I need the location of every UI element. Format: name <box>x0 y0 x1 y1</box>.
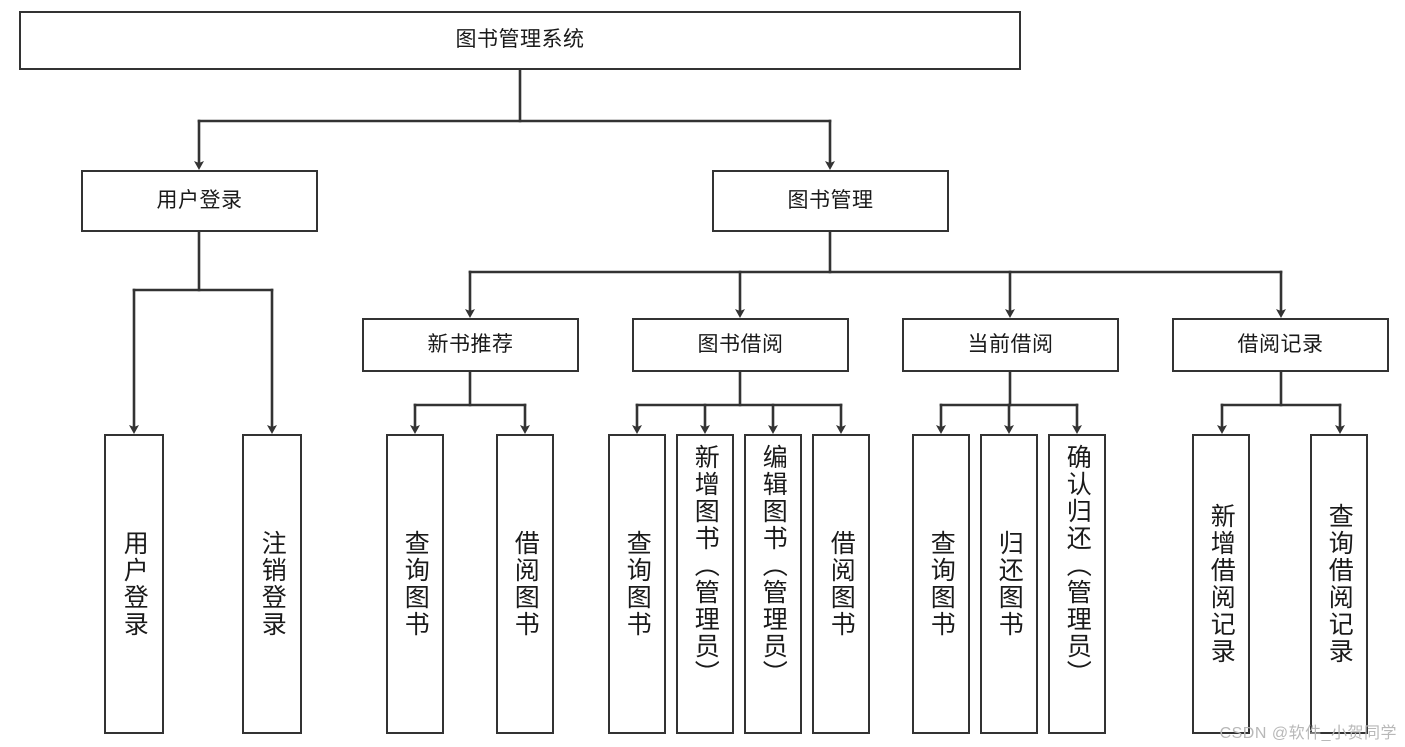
node-leaf-add-book[interactable]: 新增图书（管理员） <box>676 434 734 734</box>
node-book-manage-label: 图书管理 <box>787 188 874 212</box>
node-root-label: 图书管理系统 <box>455 28 585 52</box>
node-leaf-confirm-return[interactable]: 确认归还（管理员） <box>1048 434 1106 734</box>
node-leaf-add-book-label: 新增图书（管理员） <box>691 444 720 687</box>
node-book-manage[interactable]: 图书管理 <box>712 170 949 232</box>
node-root[interactable]: 图书管理系统 <box>19 11 1021 70</box>
node-borrow-record-label: 借阅记录 <box>1237 332 1324 356</box>
node-leaf-add-record[interactable]: 新增借阅记录 <box>1192 434 1250 734</box>
node-leaf-return-book-label: 归还图书 <box>995 530 1024 638</box>
node-new-book-rec[interactable]: 新书推荐 <box>362 318 579 372</box>
node-current-borrow-label: 当前借阅 <box>967 332 1054 356</box>
node-book-borrow-label: 图书借阅 <box>697 332 784 356</box>
node-new-book-rec-label: 新书推荐 <box>427 332 514 356</box>
node-leaf-query-book-3[interactable]: 查询图书 <box>912 434 970 734</box>
node-leaf-borrow-book-2[interactable]: 借阅图书 <box>812 434 870 734</box>
node-leaf-query-book-2[interactable]: 查询图书 <box>608 434 666 734</box>
node-leaf-borrow-book-2-label: 借阅图书 <box>827 530 856 638</box>
node-book-borrow[interactable]: 图书借阅 <box>632 318 849 372</box>
node-leaf-logout-label: 注销登录 <box>258 530 287 638</box>
node-user-login-label: 用户登录 <box>156 188 243 212</box>
node-user-login[interactable]: 用户登录 <box>81 170 318 232</box>
node-borrow-record[interactable]: 借阅记录 <box>1172 318 1389 372</box>
node-leaf-query-record[interactable]: 查询借阅记录 <box>1310 434 1368 734</box>
node-leaf-edit-book[interactable]: 编辑图书（管理员） <box>744 434 802 734</box>
node-leaf-logout[interactable]: 注销登录 <box>242 434 302 734</box>
node-leaf-query-record-label: 查询借阅记录 <box>1325 503 1354 665</box>
node-current-borrow[interactable]: 当前借阅 <box>902 318 1119 372</box>
node-leaf-borrow-book-1[interactable]: 借阅图书 <box>496 434 554 734</box>
node-leaf-query-book-1-label: 查询图书 <box>401 530 430 638</box>
node-leaf-query-book-1[interactable]: 查询图书 <box>386 434 444 734</box>
node-leaf-user-login-label: 用户登录 <box>120 530 149 638</box>
node-leaf-return-book[interactable]: 归还图书 <box>980 434 1038 734</box>
node-leaf-borrow-book-1-label: 借阅图书 <box>511 530 540 638</box>
watermark-text: CSDN @软件_小贺同学 <box>1219 725 1397 742</box>
node-leaf-edit-book-label: 编辑图书（管理员） <box>759 444 788 687</box>
node-leaf-query-book-2-label: 查询图书 <box>623 530 652 638</box>
node-leaf-add-record-label: 新增借阅记录 <box>1207 503 1236 665</box>
node-leaf-confirm-return-label: 确认归还（管理员） <box>1063 444 1092 687</box>
node-leaf-user-login[interactable]: 用户登录 <box>104 434 164 734</box>
node-leaf-query-book-3-label: 查询图书 <box>927 530 956 638</box>
